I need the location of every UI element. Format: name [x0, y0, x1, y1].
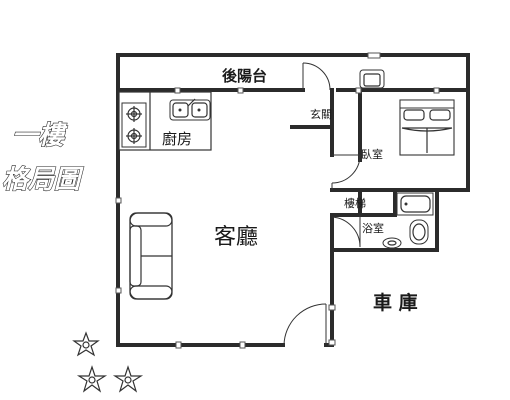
washbasin-icon: [382, 237, 402, 249]
flower-icon: [112, 365, 144, 393]
flower-icon: [72, 331, 100, 357]
room-label-kitchen: 廚房: [162, 130, 192, 148]
windows: [115, 52, 440, 349]
flower-icon: [76, 365, 108, 393]
room-label-rear-balcony: 後陽台: [221, 67, 267, 85]
room-label-living-room: 客廳: [214, 225, 258, 250]
plan-title-line2: 格局圖: [2, 165, 84, 195]
room-label-bathroom: 浴室: [362, 221, 384, 235]
room-label-garage: 車 庫: [373, 291, 418, 314]
walls: [116, 53, 470, 347]
room-label-stairs: 樓梯: [344, 196, 366, 210]
sink-icon: [169, 98, 211, 121]
sofa-icon: [129, 212, 173, 300]
toilet-icon: [409, 219, 429, 245]
bathtub-icon: [396, 192, 434, 216]
room-label-entrance: 玄關: [310, 107, 332, 121]
chair-icon: [359, 69, 385, 89]
doors: [283, 62, 361, 346]
stove-icon: [121, 102, 147, 148]
room-label-bedroom: 臥室: [361, 147, 383, 161]
bed-icon: [399, 99, 455, 156]
plan-title-line1: 一樓: [12, 121, 68, 151]
